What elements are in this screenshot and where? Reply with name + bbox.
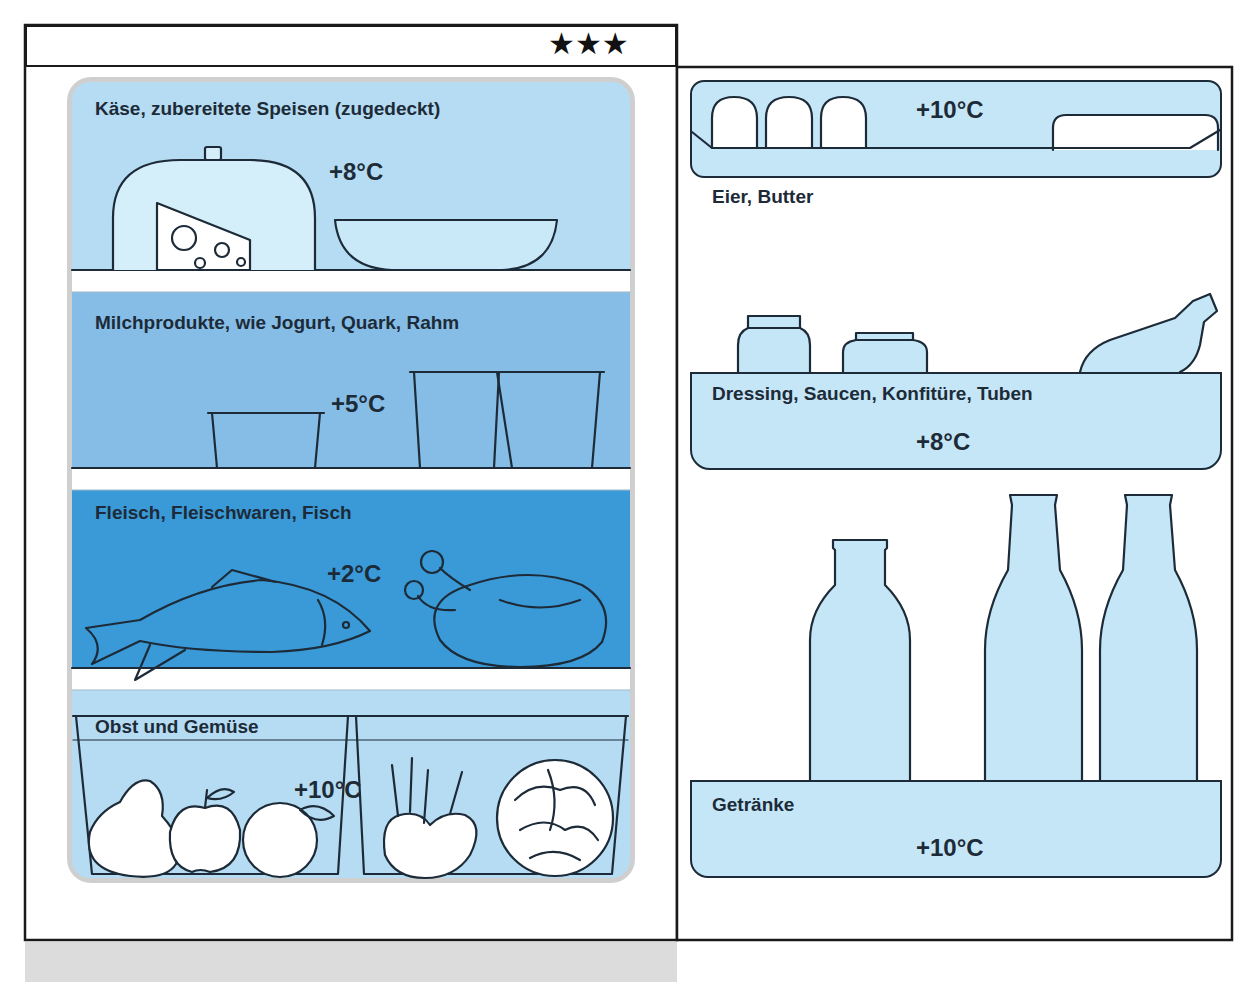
shelf-band: Fleisch, Fleischwaren, Fisch +2°C: [72, 490, 630, 668]
shelf-glass: [72, 468, 630, 490]
rating-stars: ★★★: [548, 27, 629, 62]
shelf-band: Käse, zubereitete Speisen (zugedeckt) +8°…: [72, 82, 630, 270]
drink-bottle: [985, 495, 1082, 780]
fridge-door: [677, 67, 1232, 940]
drawer-band: Obst und Gemüse +10°C: [72, 690, 630, 878]
temperature: +10°C: [294, 776, 362, 804]
temperature: +10°C: [916, 96, 984, 124]
drink-bottle: [810, 540, 910, 780]
shelf-label: Fleisch, Fleischwaren, Fisch: [95, 502, 352, 524]
jar-lid: [748, 327, 800, 329]
shelf-glass: [72, 668, 630, 690]
shelf-label: Käse, zubereitete Speisen (zugedeckt): [95, 98, 440, 120]
drawer-label: Obst und Gemüse: [95, 716, 259, 738]
shelf-label: Dressing, Saucen, Konfitüre, Tuben: [712, 383, 1033, 405]
shelf-label: Milchprodukte, wie Jogurt, Quark, Rahm: [95, 312, 459, 334]
shelf-label: Eier, Butter: [712, 186, 813, 208]
shelf-band: Milchprodukte, wie Jogurt, Quark, Rahm +5…: [72, 292, 630, 468]
compartment-rim: [67, 77, 635, 883]
shelf-glass: [72, 270, 630, 292]
fridge-base: [25, 942, 677, 982]
fridge-cabinet: [25, 25, 677, 940]
jar: [738, 316, 810, 372]
door-shelf: Dressing, Saucen, Konfitüre, Tuben +8°C: [690, 372, 1222, 470]
temperature: +2°C: [327, 560, 381, 588]
jar-lid: [856, 339, 913, 341]
temperature: +8°C: [329, 158, 383, 186]
temperature: +8°C: [916, 428, 970, 456]
door-shelf: Getränke +10°C: [690, 780, 1222, 878]
freezer-compartment: ★★★: [25, 25, 677, 67]
jar: [843, 333, 927, 372]
drink-bottle: [1100, 495, 1197, 780]
temperature: +10°C: [916, 834, 984, 862]
sauce-bottle: [1080, 294, 1217, 372]
door-shelf: +10°CEier, Butter: [690, 80, 1222, 178]
shelf-label: Getränke: [712, 794, 794, 816]
temperature: +5°C: [331, 390, 385, 418]
